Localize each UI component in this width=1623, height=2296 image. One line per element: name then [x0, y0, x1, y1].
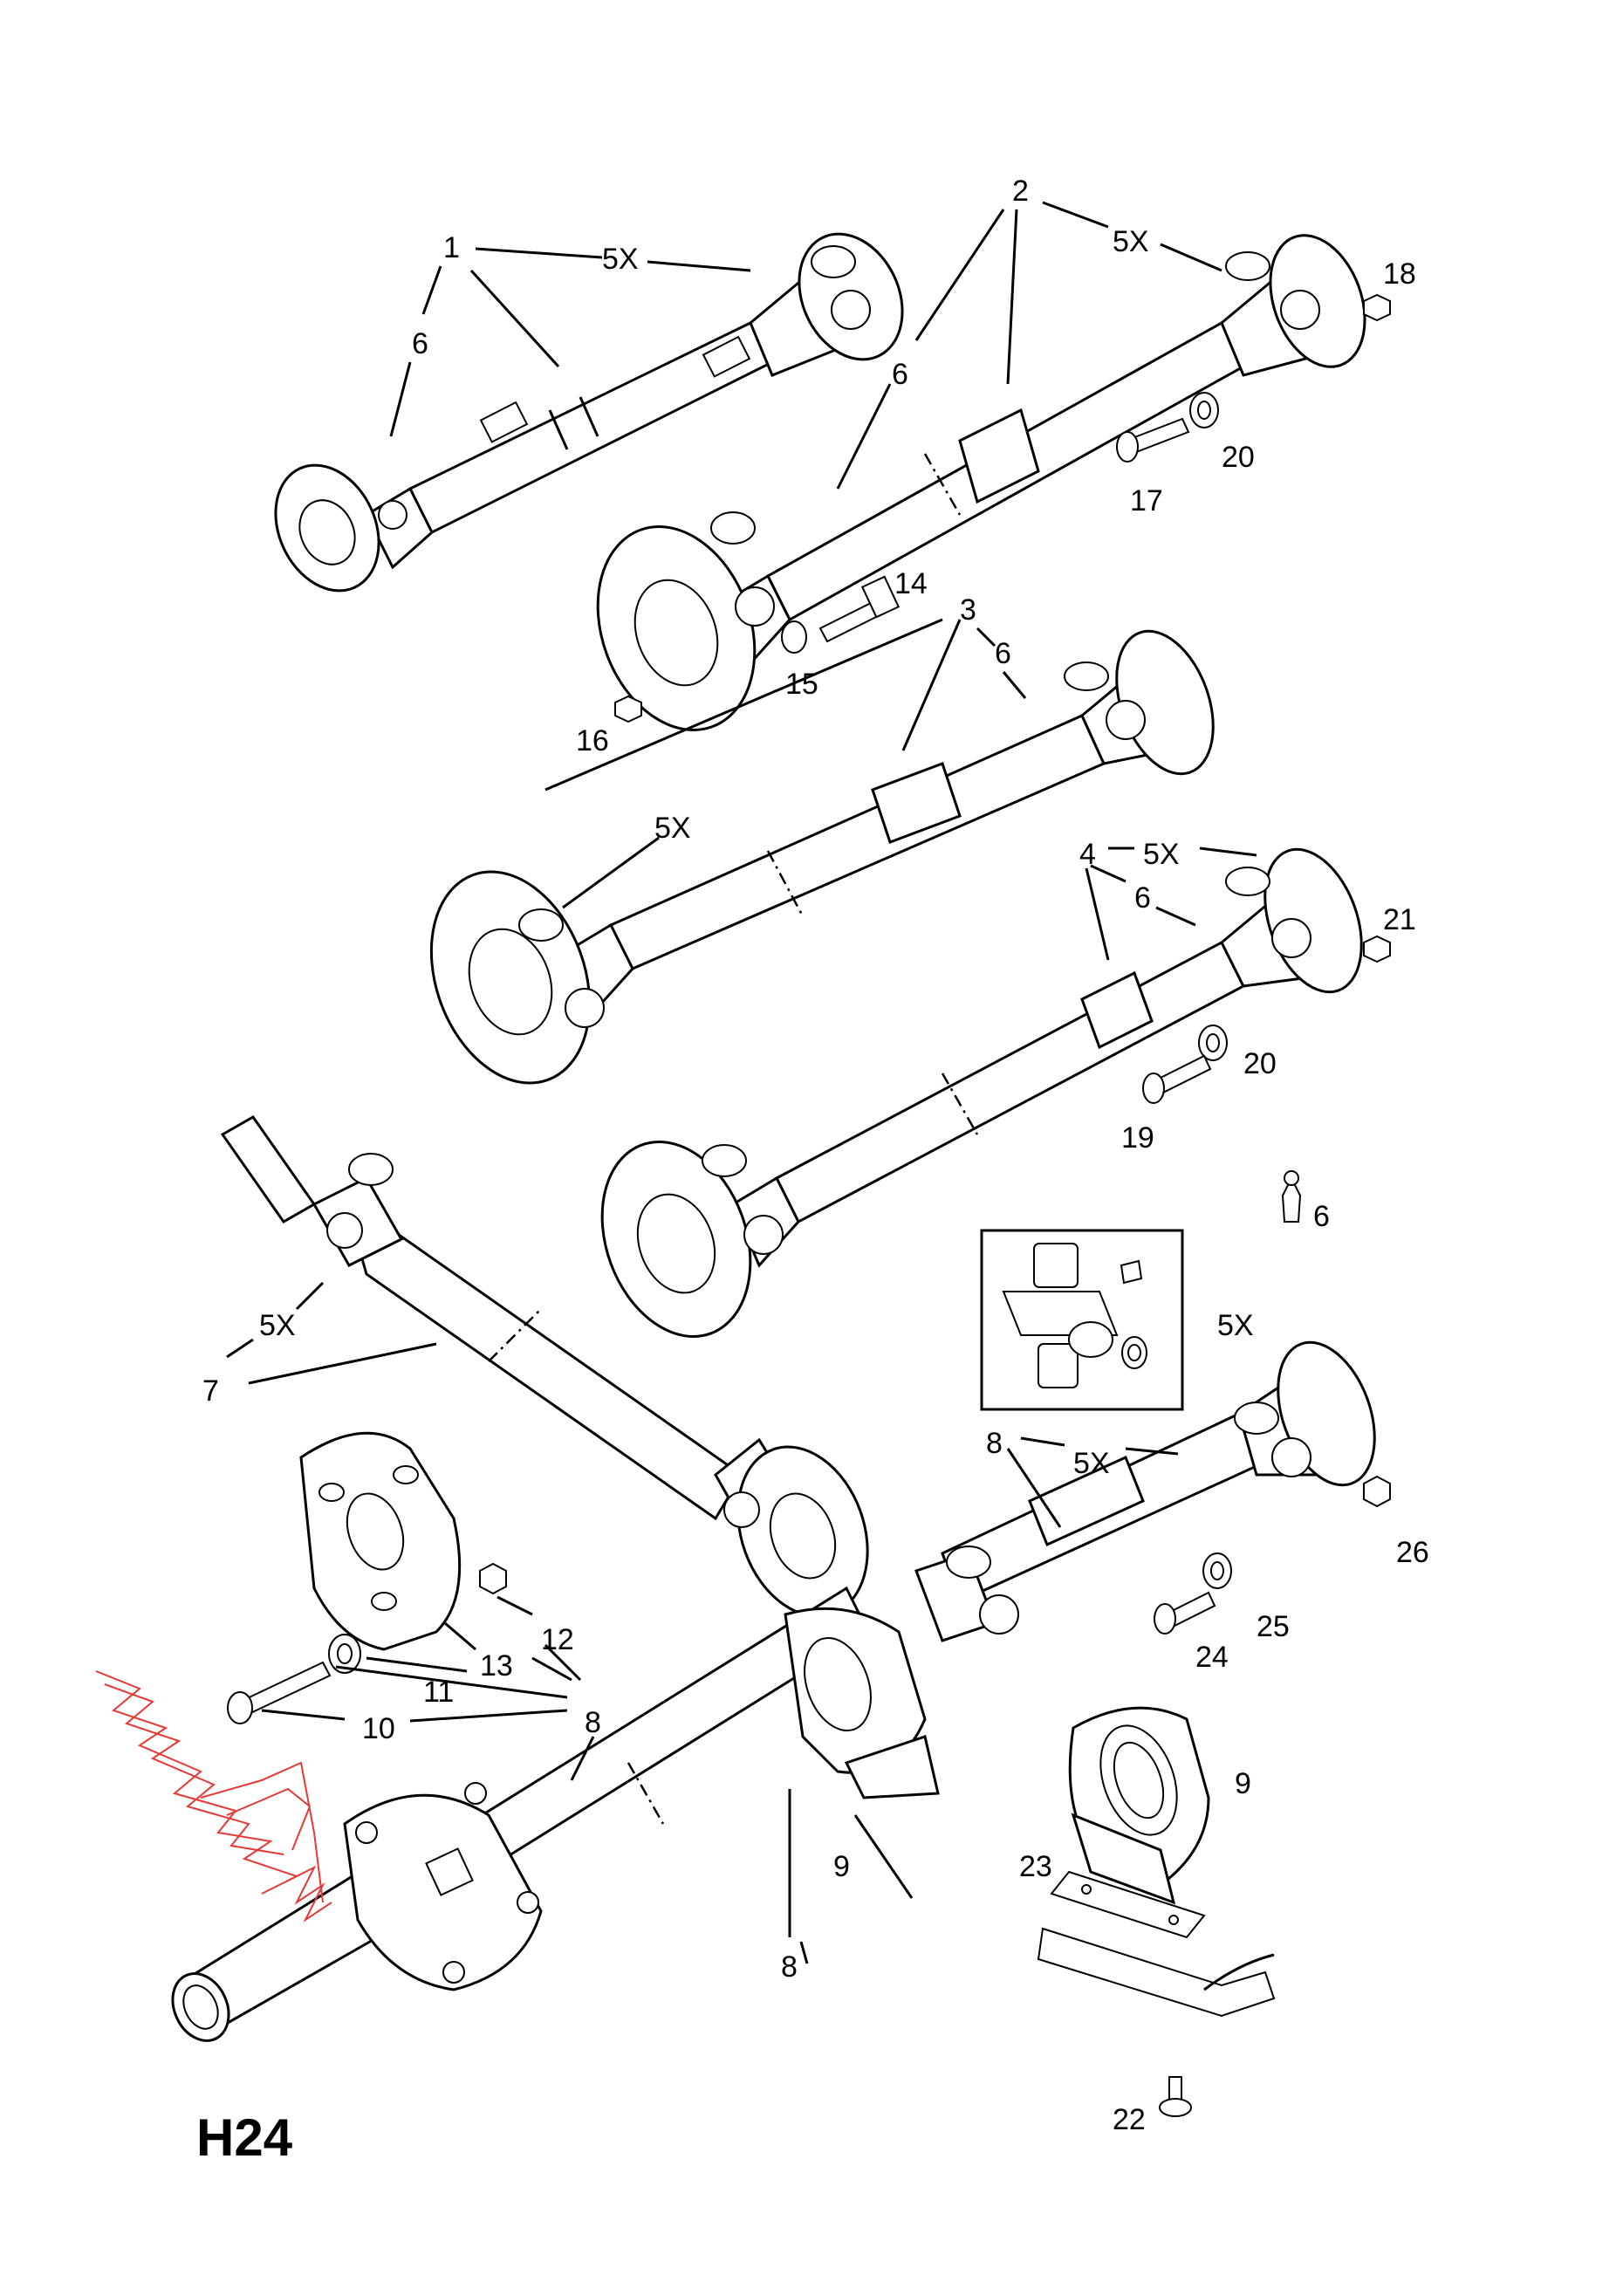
label-8-upper: 8: [986, 1427, 1003, 1460]
bolt-10: [227, 1661, 332, 1724]
label-26: 26: [1396, 1536, 1429, 1569]
label-3: 3: [960, 593, 976, 627]
label-7: 7: [202, 1374, 219, 1408]
washer-20-lower: [1198, 1025, 1228, 1061]
label-4-6: 6: [1134, 881, 1151, 915]
part-labels: 1 5X 6 2 5X 6 18 20 17 14 15 16 3 6 5X 4…: [196, 175, 1429, 2167]
label-13: 13: [480, 1649, 513, 1683]
nut-12: [479, 1562, 507, 1595]
drive-shaft-4: [600, 847, 1363, 1338]
label-4-5x: 5X: [1143, 838, 1180, 871]
leader-lines: [226, 201, 1257, 1964]
label-16: 16: [576, 724, 609, 757]
annotation-scribble: [95, 1670, 332, 1922]
label-10: 10: [362, 1712, 395, 1745]
label-18: 18: [1383, 257, 1416, 291]
nut-18: [1363, 293, 1391, 322]
label-24: 24: [1195, 1641, 1229, 1674]
label-17: 17: [1130, 484, 1163, 517]
label-21: 21: [1383, 903, 1416, 936]
label-9-lower-left: 9: [833, 1850, 850, 1883]
drive-shaft-2: [596, 234, 1366, 731]
nut-26: [1363, 1475, 1391, 1508]
label-19: 19: [1121, 1121, 1154, 1155]
bolt-19: [1142, 1054, 1212, 1104]
label-6-nipple: 6: [1313, 1200, 1330, 1233]
bolt-22: [1159, 2076, 1192, 2117]
universal-joint-kit-box: [980, 1229, 1184, 1411]
label-11: 11: [423, 1676, 454, 1709]
flexible-coupling-disc-13: [299, 1431, 462, 1651]
washer-25: [1202, 1552, 1232, 1589]
label-2-6: 6: [892, 358, 908, 391]
label-3-5x: 5X: [654, 812, 691, 845]
label-kit-5x: 5X: [1217, 1309, 1254, 1342]
label-20-lower: 20: [1243, 1047, 1277, 1080]
bolt-24: [1154, 1591, 1216, 1635]
label-25: 25: [1257, 1610, 1290, 1643]
drive-shaft-3: [429, 629, 1215, 1085]
washer-11: [328, 1634, 361, 1674]
label-4: 4: [1079, 838, 1096, 871]
label-8-upper-5x: 5X: [1073, 1447, 1110, 1480]
label-14: 14: [894, 567, 928, 600]
label-23: 23: [1019, 1850, 1052, 1883]
label-9-right: 9: [1235, 1767, 1251, 1800]
bolt-14: [818, 575, 901, 643]
label-7-5x: 5X: [259, 1309, 296, 1342]
washer-15: [781, 620, 807, 654]
label-20-upper: 20: [1222, 441, 1255, 474]
drive-shaft-8: [171, 1340, 1376, 2042]
label-8-lower: 8: [781, 1950, 798, 1984]
label-12: 12: [541, 1623, 574, 1656]
page-code: H24: [196, 2108, 293, 2167]
label-2-5x: 5X: [1113, 225, 1149, 258]
label-8-middle: 8: [585, 1706, 601, 1739]
label-15: 15: [785, 668, 818, 701]
bolt-17: [1116, 417, 1190, 463]
label-1-6: 6: [412, 327, 428, 360]
plate-23: [1050, 1870, 1206, 1939]
drive-shaft-1: [274, 232, 904, 593]
label-3-6: 6: [995, 637, 1011, 670]
nut-21: [1363, 935, 1391, 963]
label-22: 22: [1113, 2103, 1146, 2136]
grease-nipple-6: [1281, 1170, 1302, 1223]
label-2: 2: [1012, 175, 1029, 208]
bracket: [1037, 1927, 1276, 2018]
center-bearing-9: [1068, 1706, 1210, 1905]
nut-16: [614, 695, 642, 723]
label-1: 1: [443, 231, 460, 264]
washer-20-upper: [1189, 392, 1219, 428]
drive-shaft-7: [220, 1115, 869, 1618]
label-1-5x: 5X: [602, 243, 639, 276]
